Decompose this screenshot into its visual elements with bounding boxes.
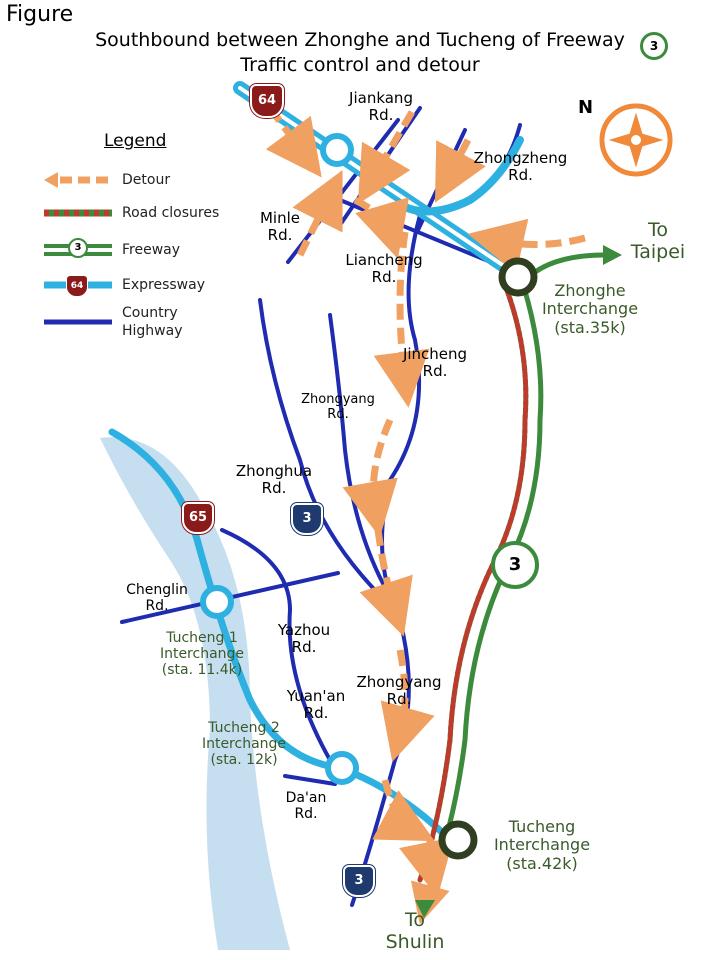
interchange-tucheng[interactable] <box>438 820 478 860</box>
arrow-to-taipei <box>533 252 606 275</box>
freeway-3-shield-icon: 3 <box>491 541 539 589</box>
highway-3-shield-icon: 3 <box>291 503 323 535</box>
interchange-zhonghe[interactable] <box>498 257 538 297</box>
figure-label: Figure <box>6 2 74 27</box>
interchange-tucheng1[interactable] <box>200 585 234 619</box>
legend-item-detour: Detour <box>122 172 171 188</box>
compass-icon <box>599 103 673 177</box>
interchange-zhonghe-64[interactable] <box>320 133 354 167</box>
highway-zhongyang <box>328 313 397 607</box>
highway-yazhou <box>220 528 332 762</box>
legend-item-freeway: Freeway <box>122 242 181 258</box>
legend-expressway-badge-icon: 64 <box>66 275 88 297</box>
interchange-tucheng2[interactable] <box>325 751 359 785</box>
expressway-65-shield-icon: 65 <box>182 502 214 534</box>
legend-item-road-closures: Road closures <box>122 205 220 221</box>
title-line-2: Traffic control and detour <box>240 54 480 76</box>
highway-zhonghua <box>258 298 397 612</box>
title-line-1: Southbound between Zhonghe and Tucheng o… <box>95 29 625 51</box>
highway-daan <box>283 774 337 786</box>
legend-item-country-highway-line2: Highway <box>122 323 183 339</box>
legend-title: Legend <box>104 131 167 151</box>
legend-item-country-highway: Country <box>122 305 178 321</box>
compass-north-label: N <box>578 97 594 118</box>
river <box>100 437 290 951</box>
legend-item-expressway: Expressway <box>122 277 205 293</box>
highway-3-shield-icon: 3 <box>343 865 375 897</box>
title-freeway-shield-icon: 3 <box>640 32 668 60</box>
expressway-64-shield-icon: 64 <box>250 84 284 118</box>
expressway-65 <box>108 428 454 844</box>
detour-routes <box>265 105 586 898</box>
legend-freeway-badge-icon: 3 <box>68 238 88 258</box>
arrow-to-shulin-head <box>415 900 435 918</box>
arrow-to-taipei-head <box>603 245 622 265</box>
